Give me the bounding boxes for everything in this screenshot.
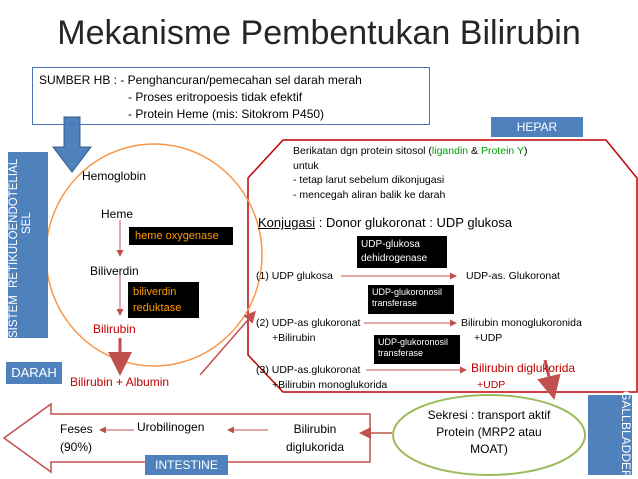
biliverdin-reduktase-box: biliverdin reduktase xyxy=(128,282,199,318)
darah-label: DARAH xyxy=(6,362,62,384)
enzyme-2-line-2: transferase xyxy=(372,298,418,308)
reaction-3-right-1: Bilirubin diglukorida xyxy=(471,361,576,375)
reaction-3-left-1: (3) UDP-as.glukoronat xyxy=(256,364,361,376)
hepar-note-1b: ) xyxy=(523,145,528,157)
biliverdin-reduktase-line-2: reduktase xyxy=(133,302,182,314)
feses-line-1: Feses xyxy=(60,422,93,436)
reaction-2-right: Bilirubin monoglukoronida +UDP xyxy=(461,316,582,346)
sistem-label-1: SISTEM xyxy=(8,295,20,338)
intestine-label: INTESTINE xyxy=(145,455,228,475)
reaction-3-right-2: +UDP xyxy=(477,379,506,391)
reaction-2-left-2: +Bilirubin xyxy=(272,332,316,344)
arrow-hepar-sekresi xyxy=(537,359,561,400)
hepar-note-3: - tetap larut sebelum dikonjugasi xyxy=(293,174,445,186)
intestine-bilirubin-2: diglukorida xyxy=(285,440,345,454)
urobilinogen-label: Urobilinogen xyxy=(137,420,205,434)
enzyme-2-line-1: UDP-glukoronosil xyxy=(372,287,443,297)
enzyme-1-line-2: dehidrogenase xyxy=(361,253,428,264)
enzyme-3-line-1: UDP-glukoronosil xyxy=(378,337,449,347)
enzyme-box-3: UDP-glukoronosil transferase xyxy=(374,335,460,364)
hepar-note-4: - mencegah aliran balik ke darah xyxy=(293,188,446,201)
hepar-note: Berikatan dgn protein sitosol (ligandin … xyxy=(293,144,593,202)
gall-label-2: BLADDER xyxy=(619,422,633,479)
intestine-bilirubin-1: Bilirubin xyxy=(293,422,337,436)
hepar-note-ligandin: ligandin xyxy=(431,145,469,157)
heme-label: Heme xyxy=(101,207,134,221)
arrow-albumin-hepar xyxy=(199,310,256,376)
sekresi-oval xyxy=(392,394,586,476)
hepar-outline xyxy=(247,139,638,393)
reaction-2-right-2: +UDP xyxy=(474,332,503,344)
sistem-re-label: SISTEM RETIKULOENDOTELIAL SEL xyxy=(8,152,48,338)
biliverdin-label: Biliverdin xyxy=(90,264,139,278)
gall-bladder-label: GALL BLADDER xyxy=(588,391,633,479)
source-line-2: - Proses eritropoesis tidak efektif xyxy=(128,90,303,104)
sekresi-text: Sekresi : transport aktif Protein (MRP2 … xyxy=(402,407,576,458)
reaction-2-left-1: (2) UDP-as glukoronat xyxy=(256,317,361,329)
sekresi-line-2: Protein (MRP2 atau xyxy=(436,425,542,439)
reaction-2-left: (2) UDP-as glukoronat +Bilirubin xyxy=(256,316,360,346)
enzyme-box-2: UDP-glukoronosil transferase xyxy=(368,285,454,314)
re-oval xyxy=(45,143,263,367)
heme-oxygenase-box: heme oxygenase xyxy=(129,227,233,245)
konjugasi-label: Konjugasi xyxy=(258,215,316,230)
konjugasi-line: Konjugasi : Donor glukoronat : UDP gluko… xyxy=(258,215,512,230)
source-line-1: SUMBER HB : - Penghancuran/pemecahan sel… xyxy=(39,73,362,87)
bilirubin-albumin-label: Bilirubin + Albumin xyxy=(70,375,170,389)
intestine-bilirubin: Bilirubin diglukorida xyxy=(268,420,362,456)
enzyme-1-line-1: UDP-glukosa xyxy=(361,239,420,250)
enzyme-box-1: UDP-glukosa dehidrogenase xyxy=(357,236,447,268)
reaction-2-right-1: Bilirubin monoglukoronida xyxy=(461,317,582,329)
sekresi-line-1: Sekresi : transport aktif xyxy=(427,408,551,422)
reaction-3-left-2: +Bilirubin monoglukorida xyxy=(272,379,388,391)
source-arrow-shape xyxy=(51,116,93,173)
konjugasi-rest: : Donor glukoronat : UDP glukosa xyxy=(315,215,513,230)
hepar-label: HEPAR xyxy=(491,117,583,137)
enzyme-3-line-2: transferase xyxy=(378,348,424,358)
reaction-1-right: UDP-as. Glukoronat xyxy=(466,270,560,282)
hepar-note-protein-y: Protein Y xyxy=(480,145,524,157)
reaction-3-right: Bilirubin diglukorida +UDP xyxy=(471,360,575,394)
hepar-note-1a: Berikatan dgn protein sitosol ( xyxy=(293,145,432,157)
gall-label-1: GALL xyxy=(619,391,633,422)
hepar-note-2: untuk xyxy=(293,159,319,172)
biliverdin-reduktase-line-1: biliverdin xyxy=(133,286,177,298)
sistem-label-2: RETIKULOENDOTELIAL SEL xyxy=(8,159,33,289)
hepar-note-amp: & xyxy=(468,145,481,157)
page-title: Mekanisme Pembentukan Bilirubin xyxy=(57,14,581,52)
source-line-3: - Protein Heme (mis: Sitokrom P450) xyxy=(128,107,325,121)
feses-line-2: (90%) xyxy=(60,440,93,454)
bilirubin-label: Bilirubin xyxy=(93,322,136,336)
sekresi-line-3: MOAT) xyxy=(470,442,508,456)
hemoglobin-label: Hemoglobin xyxy=(82,169,147,183)
source-box: SUMBER HB : - Penghancuran/pemecahan sel… xyxy=(32,67,430,125)
reaction-1-left: (1) UDP glukosa xyxy=(256,270,333,282)
feses-text: Feses (90%) xyxy=(60,420,93,456)
reaction-3-left: (3) UDP-as.glukoronat +Bilirubin monoglu… xyxy=(256,363,387,393)
